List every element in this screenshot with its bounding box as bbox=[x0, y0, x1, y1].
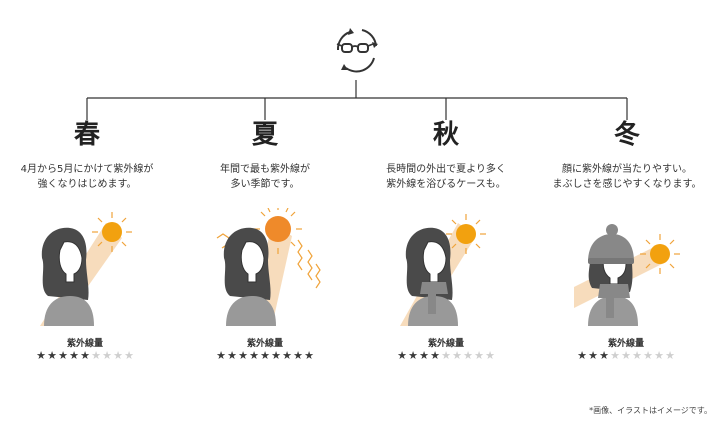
person-figure bbox=[41, 227, 94, 326]
uv-rating: ★★★★★★★★★ bbox=[205, 349, 325, 362]
star-filled-icon: ★ bbox=[227, 349, 237, 362]
uv-amount-label: 紫外線量 bbox=[66, 339, 103, 349]
star-empty-icon: ★ bbox=[102, 349, 112, 362]
sun-icon bbox=[254, 208, 302, 254]
star-empty-icon: ★ bbox=[113, 349, 123, 362]
glasses-cycle-icon bbox=[336, 28, 378, 73]
star-filled-icon: ★ bbox=[419, 349, 429, 362]
star-filled-icon: ★ bbox=[260, 349, 270, 362]
star-empty-icon: ★ bbox=[452, 349, 462, 362]
person-figure bbox=[588, 224, 638, 326]
star-empty-icon: ★ bbox=[643, 349, 653, 362]
winter-illustration bbox=[574, 224, 680, 326]
season-description: 4月から5月にかけて紫外線が 強くなりはじめます。 bbox=[20, 164, 154, 190]
star-filled-icon: ★ bbox=[238, 349, 248, 362]
star-empty-icon: ★ bbox=[474, 349, 484, 362]
autumn-illustration bbox=[400, 214, 486, 326]
star-filled-icon: ★ bbox=[293, 349, 303, 362]
star-empty-icon: ★ bbox=[665, 349, 675, 362]
season-description: 年間で最も紫外線が 多い季節です。 bbox=[220, 164, 310, 190]
season-title: 春 bbox=[73, 120, 100, 150]
sun-icon bbox=[640, 234, 680, 274]
person-figure bbox=[405, 227, 458, 326]
season-summer: 夏 年間で最も紫外線が 多い季節です。 bbox=[180, 118, 350, 198]
season-title: 夏 bbox=[251, 120, 278, 150]
summer-illustration bbox=[216, 208, 321, 326]
star-empty-icon: ★ bbox=[654, 349, 664, 362]
star-filled-icon: ★ bbox=[282, 349, 292, 362]
uv-rating: ★★★★★★★★★ bbox=[566, 349, 686, 362]
star-filled-icon: ★ bbox=[80, 349, 90, 362]
footnote: *画像、イラストはイメージです。 bbox=[589, 406, 712, 415]
star-filled-icon: ★ bbox=[577, 349, 587, 362]
tree-connector bbox=[86, 80, 628, 120]
star-empty-icon: ★ bbox=[124, 349, 134, 362]
uv-rating: ★★★★★★★★★ bbox=[386, 349, 506, 362]
star-filled-icon: ★ bbox=[408, 349, 418, 362]
star-filled-icon: ★ bbox=[397, 349, 407, 362]
star-filled-icon: ★ bbox=[58, 349, 68, 362]
star-empty-icon: ★ bbox=[632, 349, 642, 362]
spring-illustration bbox=[40, 212, 132, 326]
star-filled-icon: ★ bbox=[430, 349, 440, 362]
uv-amount-label: 紫外線量 bbox=[427, 339, 464, 349]
knit-hat bbox=[588, 234, 634, 262]
sun-icon bbox=[92, 212, 132, 252]
star-filled-icon: ★ bbox=[216, 349, 226, 362]
star-empty-icon: ★ bbox=[485, 349, 495, 362]
season-spring: 春 4月から5月にかけて紫外線が 強くなりはじめます。 bbox=[2, 118, 172, 198]
season-title: 秋 bbox=[432, 120, 459, 150]
star-filled-icon: ★ bbox=[599, 349, 609, 362]
star-empty-icon: ★ bbox=[610, 349, 620, 362]
season-winter: 冬 顔に紫外線が当たりやすい。 まぶしさを感じやすくなります。 bbox=[542, 118, 712, 198]
star-empty-icon: ★ bbox=[91, 349, 101, 362]
uv-amount-label: 紫外線量 bbox=[607, 339, 644, 349]
season-description: 顔に紫外線が当たりやすい。 まぶしさを感じやすくなります。 bbox=[552, 164, 702, 190]
star-empty-icon: ★ bbox=[621, 349, 631, 362]
season-description: 長時間の外出で夏より多く 紫外線を浴びるケースも。 bbox=[386, 164, 506, 190]
star-filled-icon: ★ bbox=[36, 349, 46, 362]
uv-amount-label: 紫外線量 bbox=[246, 339, 283, 349]
sun-icon bbox=[446, 214, 486, 254]
star-filled-icon: ★ bbox=[588, 349, 598, 362]
person-figure bbox=[223, 227, 276, 326]
star-filled-icon: ★ bbox=[304, 349, 314, 362]
uv-rating: ★★★★★★★★★ bbox=[25, 349, 145, 362]
season-title: 冬 bbox=[613, 120, 640, 150]
star-filled-icon: ★ bbox=[47, 349, 57, 362]
star-filled-icon: ★ bbox=[249, 349, 259, 362]
star-empty-icon: ★ bbox=[441, 349, 451, 362]
scarf bbox=[598, 284, 630, 298]
season-autumn: 秋 長時間の外出で夏より多く 紫外線を浴びるケースも。 bbox=[361, 118, 531, 198]
star-empty-icon: ★ bbox=[463, 349, 473, 362]
scarf bbox=[420, 282, 448, 294]
star-filled-icon: ★ bbox=[271, 349, 281, 362]
star-filled-icon: ★ bbox=[69, 349, 79, 362]
